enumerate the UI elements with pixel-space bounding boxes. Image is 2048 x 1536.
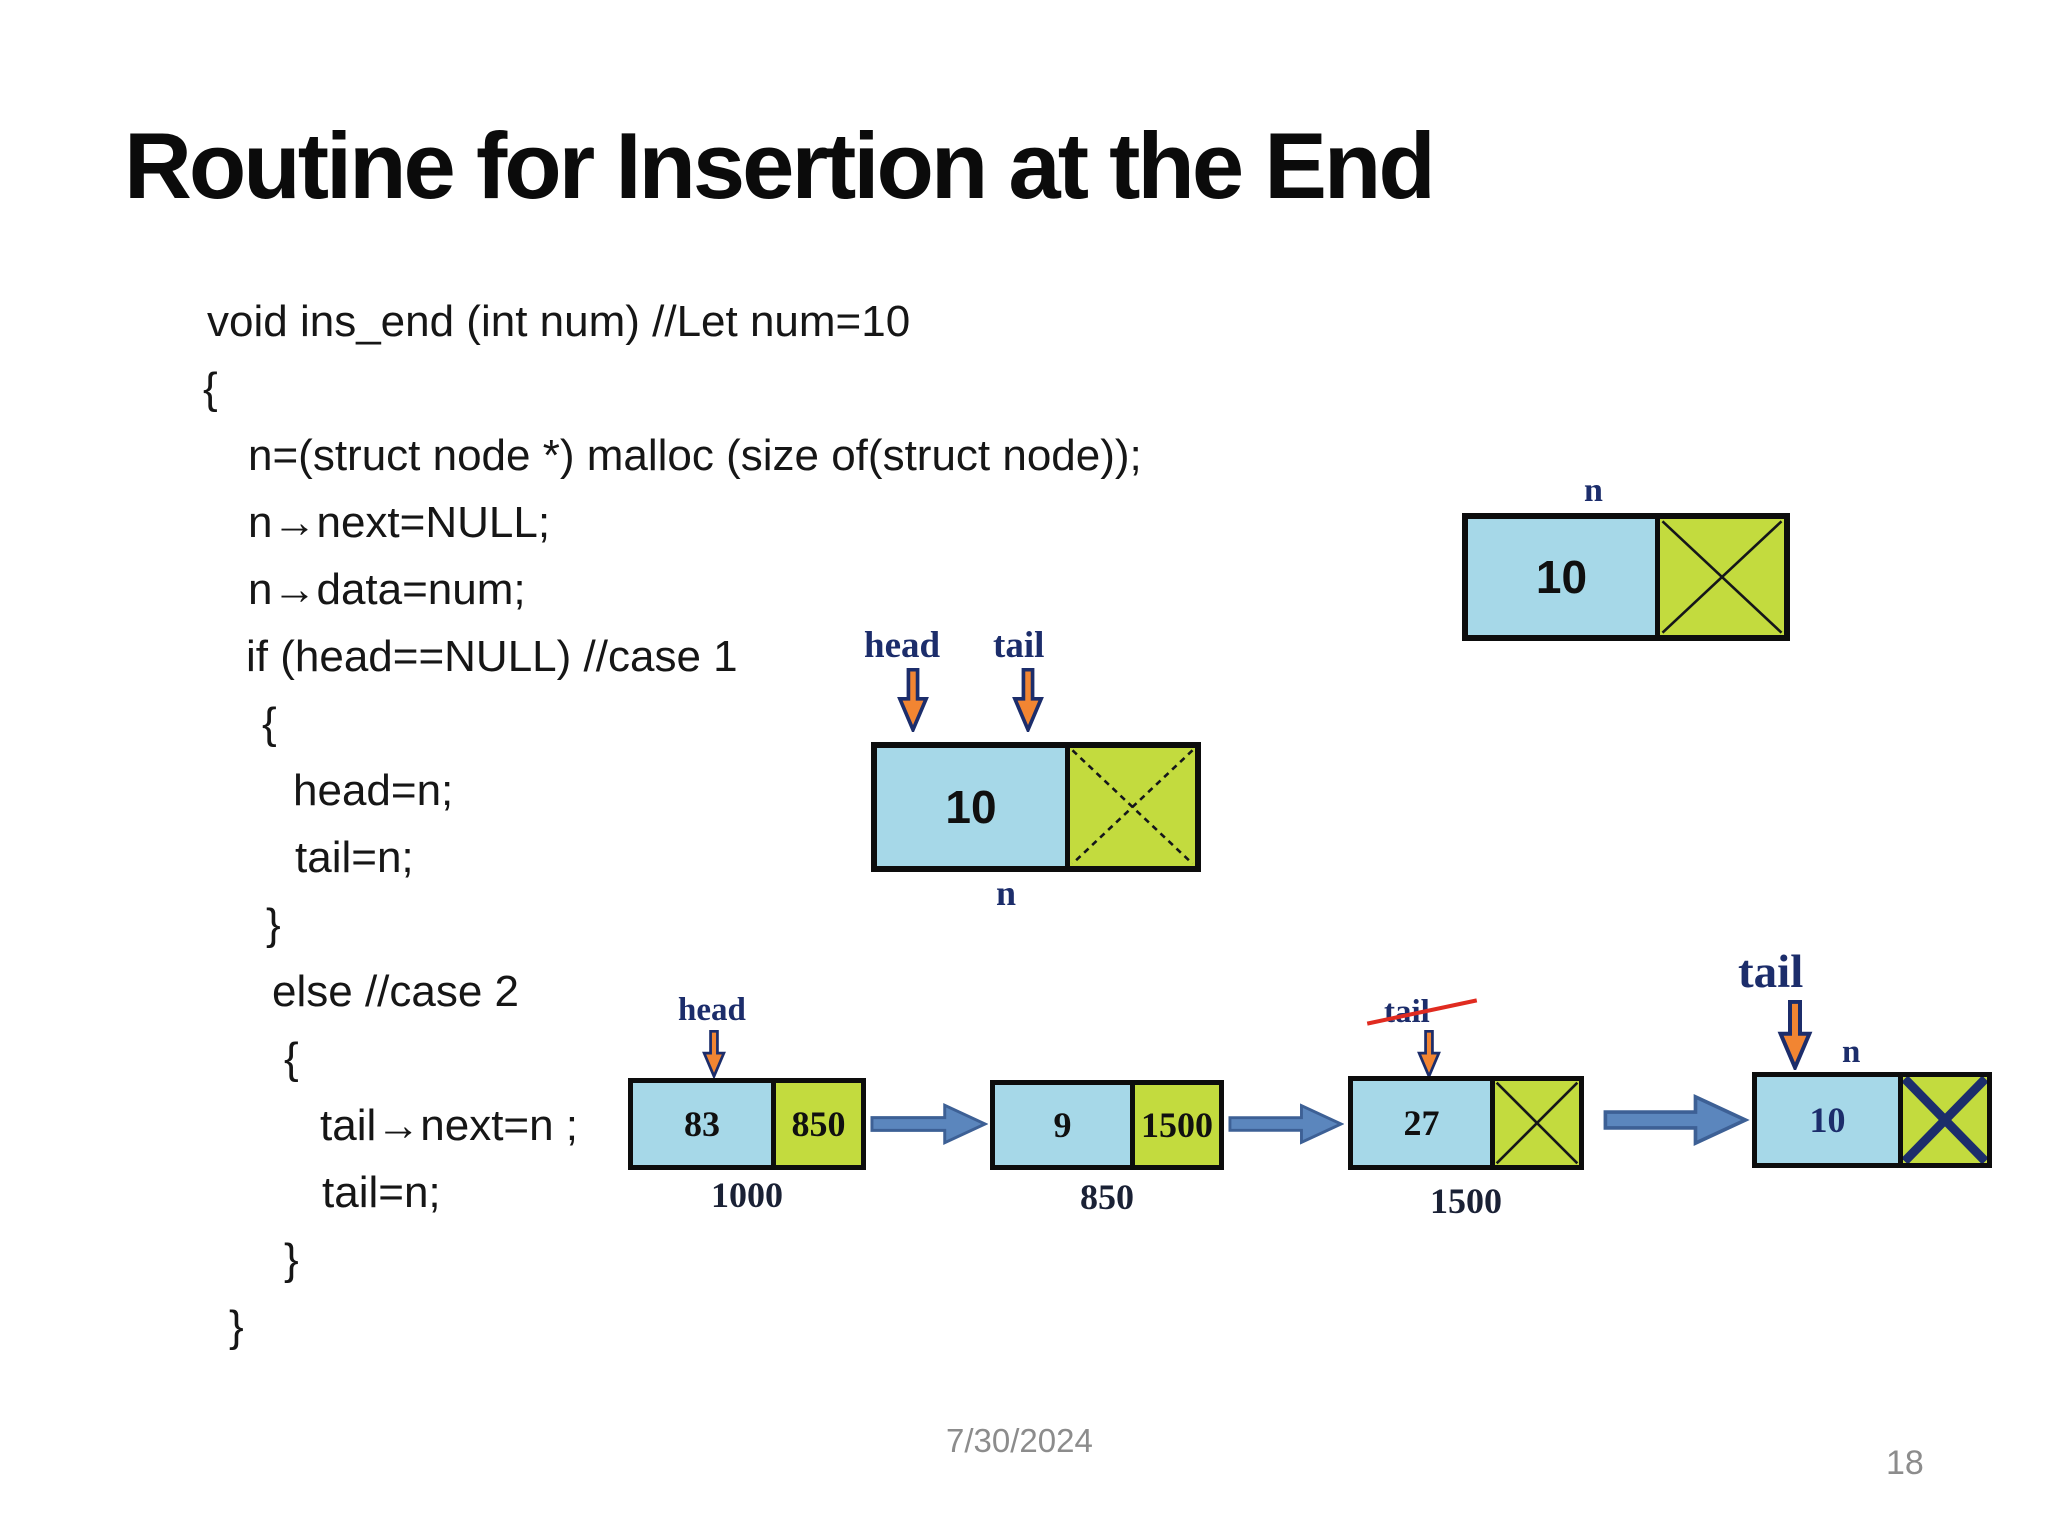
node-next-cell [1495, 1081, 1579, 1165]
node-box: 9 1500 [990, 1080, 1224, 1170]
node-box: 10 [1462, 513, 1790, 641]
node-next-cell [1903, 1077, 1987, 1163]
code-block: void ins_end (int num) //Let num=10 { n=… [0, 288, 1142, 1360]
code-line: } [284, 1235, 299, 1284]
node-data-cell: 10 [877, 748, 1070, 866]
null-pointer-x-icon [1495, 1081, 1579, 1165]
null-pointer-x-icon [1070, 748, 1195, 866]
link-right-arrow-icon [1603, 1094, 1750, 1146]
node-box: 83 850 [628, 1078, 866, 1170]
node-data-value: 10 [1809, 1100, 1846, 1140]
code-line: tail→next=n ; [320, 1101, 579, 1150]
node-next-value: 1500 [1141, 1105, 1213, 1145]
null-pointer-x-icon [1903, 1077, 1987, 1163]
tail-pointer-label: tail [993, 625, 1045, 666]
head-pointer-label: head [678, 992, 746, 1028]
node-data-cell: 27 [1353, 1081, 1495, 1165]
node-data-value: 10 [945, 781, 997, 833]
null-pointer-x-icon [1660, 519, 1784, 635]
code-line: else //case 2 [272, 967, 520, 1016]
link-right-arrow-icon [1228, 1103, 1344, 1145]
page-number: 18 [1886, 1444, 1924, 1482]
code-line: } [266, 900, 281, 949]
code-line: n=(struct node *) malloc (size of(struct… [248, 431, 1142, 480]
node-next-cell [1070, 748, 1195, 866]
diagram-case2: head 83 850 1000 9 1500 850 [600, 940, 2048, 1250]
head-down-arrow-icon [702, 1030, 726, 1078]
old-tail-pointer-label: tail [1366, 994, 1478, 1031]
link-right-arrow-icon [870, 1103, 988, 1145]
node-data-value: 83 [684, 1104, 720, 1144]
node-n-label: n [996, 873, 1017, 913]
node-next-cell: 1500 [1135, 1085, 1219, 1165]
new-tail-down-arrow-icon [1777, 1000, 1813, 1070]
code-line: head=n; [293, 766, 454, 815]
node-data-value: 9 [1053, 1105, 1072, 1145]
code-line: { [284, 1034, 299, 1083]
node-next-cell: 850 [776, 1083, 861, 1165]
diagram-new-node: n 10 [1450, 472, 1810, 662]
node-data-cell: 83 [633, 1083, 776, 1165]
code-line: { [262, 699, 277, 748]
head-pointer-label: head [864, 625, 941, 666]
code-line: tail=n; [322, 1168, 441, 1217]
code-line: { [203, 364, 218, 413]
page-title: Routine for Insertion at the End [124, 113, 1436, 218]
footer-date: 7/30/2024 [946, 1422, 1093, 1459]
node-data-cell: 10 [1468, 519, 1660, 635]
node-address-label: 1000 [711, 1175, 783, 1215]
code-line: n→data=num; [248, 565, 526, 614]
node-address-label: 850 [1080, 1177, 1134, 1217]
new-node-n-label: n [1842, 1034, 1861, 1070]
code-line: tail=n; [295, 833, 414, 882]
node-box: 27 [1348, 1076, 1584, 1170]
node-next-cell [1660, 519, 1784, 635]
node-data-value: 27 [1403, 1103, 1440, 1143]
node-box: 10 [871, 742, 1201, 872]
code-line: void ins_end (int num) //Let num=10 [207, 297, 911, 346]
head-down-arrow-icon [897, 668, 929, 732]
code-line: n→next=NULL; [248, 498, 551, 547]
code-line: } [229, 1302, 244, 1351]
n-pointer-label: n [1584, 472, 1603, 509]
old-tail-down-arrow-icon [1417, 1030, 1441, 1078]
tail-down-arrow-icon [1012, 668, 1044, 732]
node-box: 10 [1752, 1072, 1992, 1168]
new-tail-pointer-label: tail [1738, 946, 1804, 998]
node-data-cell: 10 [1757, 1077, 1903, 1163]
node-data-cell: 9 [995, 1085, 1135, 1165]
node-next-value: 850 [791, 1104, 846, 1144]
node-data-value: 10 [1535, 551, 1588, 603]
code-line: if (head==NULL) //case 1 [246, 632, 738, 681]
node-address-label: 1500 [1430, 1181, 1502, 1221]
diagram-case1: head tail 10 n [830, 600, 1230, 913]
